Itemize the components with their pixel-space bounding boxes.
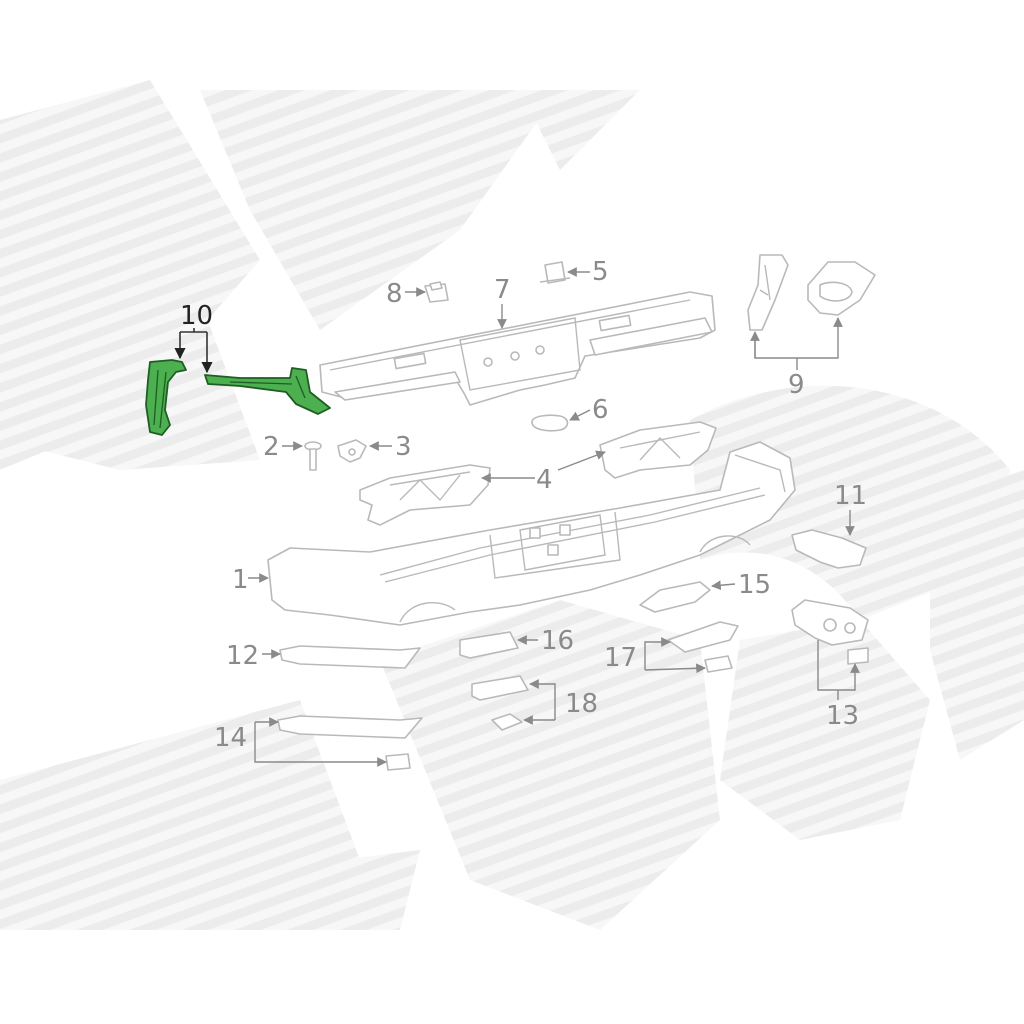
callout-label-5: 5 bbox=[592, 257, 609, 287]
part-10-highlighted-brackets bbox=[145, 359, 331, 436]
part-6-plug bbox=[531, 414, 569, 432]
part-17-bracket bbox=[667, 621, 739, 673]
callout-label-15: 15 bbox=[738, 570, 771, 600]
callout-label-3: 3 bbox=[395, 432, 412, 462]
callout-label-14: 14 bbox=[214, 723, 247, 753]
part-4-brackets bbox=[359, 421, 717, 526]
leader-lines bbox=[174, 267, 860, 767]
part-13-sensor-bracket bbox=[791, 599, 869, 665]
part-18-bracket bbox=[471, 675, 529, 731]
part-9-brackets bbox=[747, 254, 876, 331]
part-5-clip bbox=[539, 261, 571, 284]
callout-label-1: 1 bbox=[232, 565, 249, 595]
part-12-trim-strip bbox=[279, 645, 421, 669]
part-15-bracket bbox=[639, 581, 711, 613]
callout-label-11: 11 bbox=[834, 481, 867, 511]
part-14-trim-strip bbox=[277, 715, 423, 771]
callout-label-17: 17 bbox=[604, 643, 637, 673]
callout-label-6: 6 bbox=[592, 395, 609, 425]
callout-label-16: 16 bbox=[541, 626, 574, 656]
watermark-logo bbox=[0, 80, 1024, 930]
callout-label-13: 13 bbox=[826, 701, 859, 731]
callout-label-10: 10 bbox=[180, 301, 213, 331]
part-2-bolt bbox=[304, 441, 322, 471]
part-3-clip bbox=[337, 439, 367, 463]
part-8-clip bbox=[424, 281, 449, 303]
callout-label-7: 7 bbox=[494, 275, 511, 305]
part-1-main-bumper bbox=[267, 441, 796, 626]
callout-label-9: 9 bbox=[788, 370, 805, 400]
part-16-bracket bbox=[459, 631, 519, 659]
part-11-end-cap bbox=[791, 529, 867, 569]
callout-label-12: 12 bbox=[226, 641, 259, 671]
callout-label-2: 2 bbox=[263, 432, 280, 462]
callout-label-18: 18 bbox=[565, 689, 598, 719]
callout-label-8: 8 bbox=[386, 279, 403, 309]
part-7-step-bumper bbox=[319, 291, 716, 406]
callout-labels: 1 2 3 4 5 6 7 8 9 10 11 12 13 14 15 16 1… bbox=[180, 257, 867, 753]
callout-label-4: 4 bbox=[536, 465, 553, 495]
